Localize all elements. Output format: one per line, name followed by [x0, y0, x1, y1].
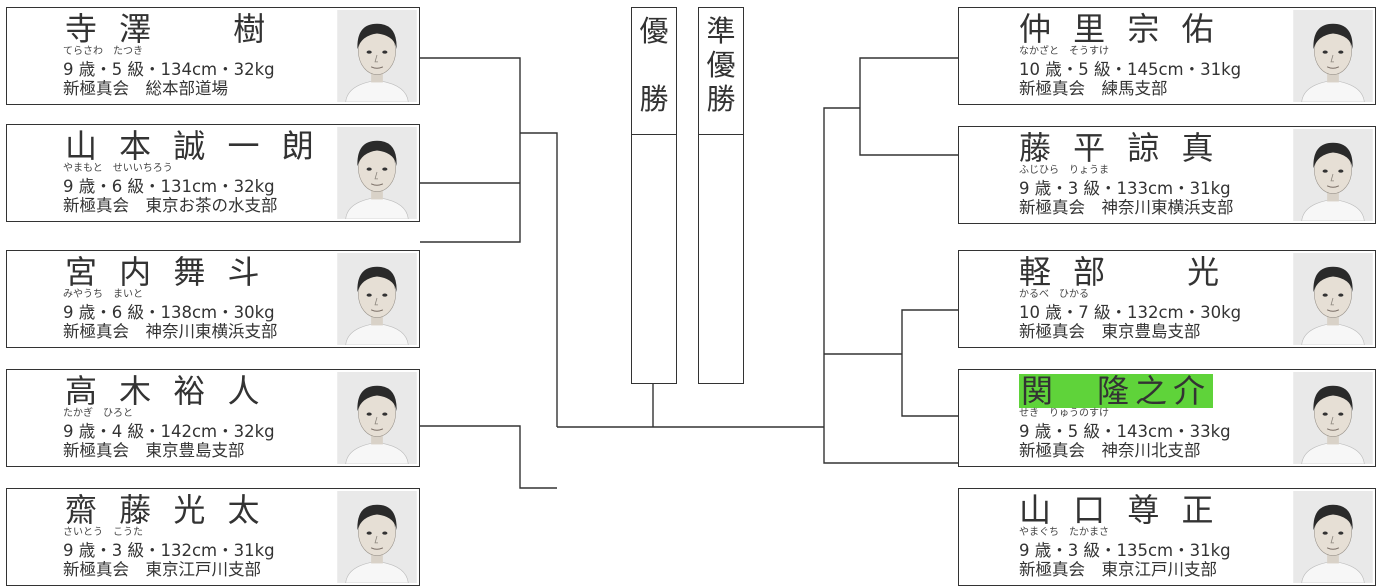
competitor-stats: 9 歳・6 級・138cm・30kg: [63, 303, 275, 322]
competitor-kana: なかざと そうすけ: [1019, 46, 1109, 57]
competitor-dojo: 新極真会 東京江戸川支部: [1019, 560, 1217, 579]
competitor-photo: [1293, 129, 1373, 221]
competitor-card: 山 口 尊 正 やまぐち たかまさ 9 歳・3 級・135cm・31kg 新極真…: [958, 488, 1376, 586]
competitor-photo: [1293, 372, 1373, 464]
runner-up-char-1: 準: [699, 14, 743, 48]
runner-up-box: 準 優 勝: [698, 7, 744, 384]
competitor-name: 山 口 尊 正: [1019, 493, 1220, 527]
competitor-kana: さいとう こうた: [63, 527, 143, 538]
competitor-photo: [337, 253, 417, 345]
runner-up-char-2: 優: [699, 48, 743, 82]
competitor-name-highlighted: 関 隆之介: [1019, 374, 1213, 408]
competitor-name: 軽 部 光: [1019, 255, 1225, 289]
competitor-name: 仲 里 宗 佑: [1019, 12, 1220, 46]
competitor-kana: かるべ ひかる: [1019, 289, 1089, 300]
competitor-name: 藤 平 諒 真: [1019, 131, 1220, 165]
competitor-card: 高 木 裕 人 たかぎ ひろと 9 歳・4 級・142cm・32kg 新極真会 …: [6, 369, 420, 467]
competitor-photo: [337, 491, 417, 583]
competitor-dojo: 新極真会 東京江戸川支部: [63, 560, 261, 579]
competitor-kana: やまぐち たかまさ: [1019, 527, 1109, 538]
competitor-stats: 9 歳・6 級・131cm・32kg: [63, 177, 275, 196]
competitor-dojo: 新極真会 総本部道場: [63, 79, 228, 98]
runner-up-char-3: 勝: [699, 82, 743, 116]
competitor-card: 仲 里 宗 佑 なかざと そうすけ 10 歳・5 級・145cm・31kg 新極…: [958, 7, 1376, 105]
competitor-card: 関 隆之介 せき りゅうのすけ 9 歳・5 級・143cm・33kg 新極真会 …: [958, 369, 1376, 467]
competitor-stats: 9 歳・3 級・133cm・31kg: [1019, 179, 1231, 198]
competitor-dojo: 新極真会 神奈川東横浜支部: [1019, 198, 1234, 217]
competitor-dojo: 新極真会 練馬支部: [1019, 79, 1168, 98]
competitor-kana: せき りゅうのすけ: [1019, 408, 1109, 419]
competitor-name: 寺 澤 樹: [65, 12, 271, 46]
competitor-stats: 9 歳・5 級・134cm・32kg: [63, 60, 275, 79]
champion-char-3: 勝: [632, 82, 676, 116]
competitor-card: 藤 平 諒 真 ふじひら りょうま 9 歳・3 級・133cm・31kg 新極真…: [958, 126, 1376, 224]
competitor-kana: やまもと せいいちろう: [63, 163, 173, 174]
competitor-kana: たかぎ ひろと: [63, 408, 133, 419]
champion-char-1: 優: [632, 14, 676, 48]
competitor-name: 高 木 裕 人: [65, 374, 266, 408]
champion-label: 優 勝: [632, 8, 676, 135]
competitor-dojo: 新極真会 神奈川東横浜支部: [63, 322, 278, 341]
competitor-name: 齋 藤 光 太: [65, 493, 266, 527]
competitor-stats: 9 歳・3 級・132cm・31kg: [63, 541, 275, 560]
competitor-photo: [1293, 10, 1373, 102]
competitor-stats: 10 歳・7 級・132cm・30kg: [1019, 303, 1241, 322]
competitor-photo: [337, 372, 417, 464]
champion-char-2: [632, 48, 676, 82]
competitor-photo: [337, 127, 417, 219]
competitor-stats: 9 歳・5 級・143cm・33kg: [1019, 422, 1231, 441]
runner-up-label: 準 優 勝: [699, 8, 743, 135]
competitor-name: 宮 内 舞 斗: [65, 255, 266, 289]
competitor-kana: てらさわ たつき: [63, 46, 143, 57]
competitor-card: 宮 内 舞 斗 みやうち まいと 9 歳・6 級・138cm・30kg 新極真会…: [6, 250, 420, 348]
competitor-stats: 9 歳・4 級・142cm・32kg: [63, 422, 275, 441]
competitor-card: 軽 部 光 かるべ ひかる 10 歳・7 級・132cm・30kg 新極真会 東…: [958, 250, 1376, 348]
competitor-stats: 9 歳・3 級・135cm・31kg: [1019, 541, 1231, 560]
competitor-card: 山 本 誠 一 朗 やまもと せいいちろう 9 歳・6 級・131cm・32kg…: [6, 124, 420, 222]
competitor-kana: ふじひら りょうま: [1019, 165, 1109, 176]
competitor-kana: みやうち まいと: [63, 289, 143, 300]
competitor-photo: [1293, 253, 1373, 345]
competitor-dojo: 新極真会 東京豊島支部: [63, 441, 245, 460]
competitor-card: 齋 藤 光 太 さいとう こうた 9 歳・3 級・132cm・31kg 新極真会…: [6, 488, 420, 586]
competitor-photo: [337, 10, 417, 102]
competitor-dojo: 新極真会 東京豊島支部: [1019, 322, 1201, 341]
competitor-dojo: 新極真会 神奈川北支部: [1019, 441, 1201, 460]
competitor-dojo: 新極真会 東京お茶の水支部: [63, 196, 278, 215]
competitor-stats: 10 歳・5 級・145cm・31kg: [1019, 60, 1241, 79]
competitor-card: 寺 澤 樹 てらさわ たつき 9 歳・5 級・134cm・32kg 新極真会 総…: [6, 7, 420, 105]
competitor-photo: [1293, 491, 1373, 583]
competitor-name: 山 本 誠 一 朗: [65, 129, 320, 163]
champion-box: 優 勝: [631, 7, 677, 384]
